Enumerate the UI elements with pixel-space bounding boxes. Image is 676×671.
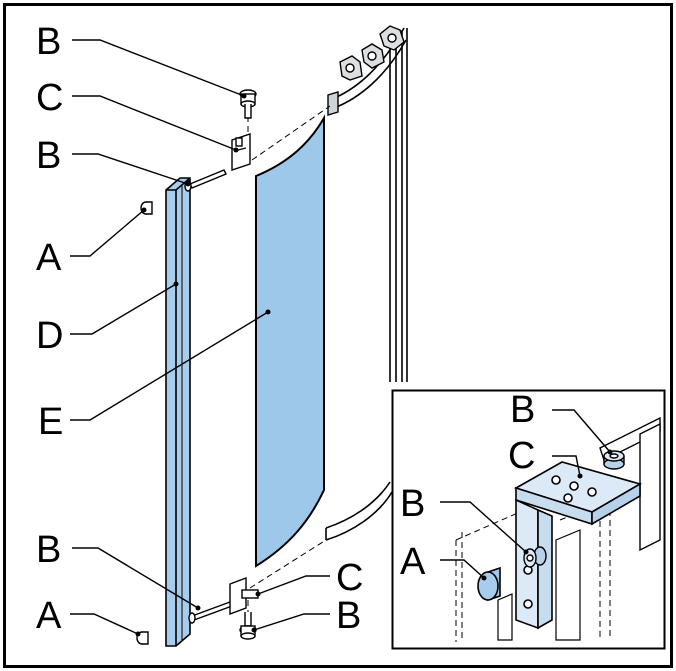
bracket-bottom	[229, 576, 259, 616]
label-b-bottom-left: B	[36, 529, 61, 571]
detail-inset: B C B A	[391, 389, 666, 650]
leader-dots	[135, 93, 271, 637]
detail-screw-side	[523, 546, 547, 568]
label-a-bottom: A	[36, 595, 62, 637]
label-b-bottom-right: B	[336, 595, 361, 637]
detail-label-c: C	[508, 435, 535, 477]
label-e: E	[38, 401, 63, 443]
label-c-bottom: C	[336, 557, 363, 599]
label-c-top: C	[36, 77, 63, 119]
label-d: D	[36, 315, 63, 357]
detail-label-b-top: B	[510, 389, 535, 431]
enclosure-frame	[325, 27, 408, 541]
label-b-top: B	[36, 21, 61, 63]
top-roller-bracket	[327, 25, 405, 116]
detail-label-a: A	[400, 541, 426, 583]
glass-panel	[255, 114, 325, 568]
screw-top-vertical	[239, 89, 257, 119]
detail-screw-top	[603, 450, 625, 470]
detail-bracket	[514, 461, 643, 630]
label-a-top: A	[36, 237, 62, 279]
bracket-top	[231, 133, 251, 171]
leader-lines	[70, 39, 330, 635]
label-b-second: B	[36, 135, 61, 177]
detail-label-b-side: B	[400, 483, 425, 525]
vertical-profile	[165, 177, 191, 647]
